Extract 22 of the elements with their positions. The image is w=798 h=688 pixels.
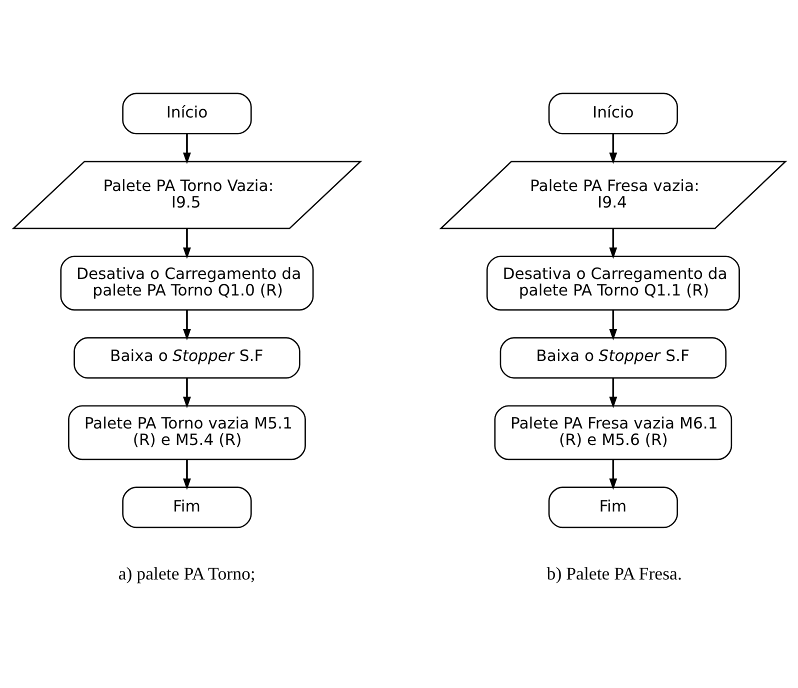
- node-box: Fim: [122, 486, 252, 528]
- label: a) palete PA Torno;: [118, 563, 255, 584]
- arrow: [182, 133, 190, 164]
- node-box: Palete PA Fresa vazia M6.1 (R) e M5.6 (R): [494, 404, 732, 460]
- arrow: [608, 310, 617, 340]
- node-box: Desativa o Carregamento da palete PA Torno Q1.1 (R): [486, 255, 740, 310]
- arrow: [182, 310, 190, 340]
- arrow: [608, 133, 617, 164]
- arrow: [608, 228, 617, 258]
- node-box: Início: [548, 92, 678, 134]
- arrow: [182, 459, 190, 490]
- node-box: Baixa o Stopper S.F: [73, 336, 300, 378]
- label: b) Palete PA Fresa.: [546, 563, 682, 584]
- node-box: Início: [122, 92, 252, 134]
- node-box: Baixa o Stopper S.F: [499, 336, 726, 378]
- node-box: Fim: [548, 486, 678, 528]
- arrow: [608, 459, 617, 490]
- arrow: [182, 378, 190, 408]
- arrow: [182, 228, 190, 258]
- node-box: Desativa o Carregamento da palete PA Torno Q1.0 (R): [60, 255, 314, 310]
- arrow: [608, 378, 617, 408]
- node-box: Palete PA Torno vazia M5.1 (R) e M5.4 (R): [68, 404, 306, 460]
